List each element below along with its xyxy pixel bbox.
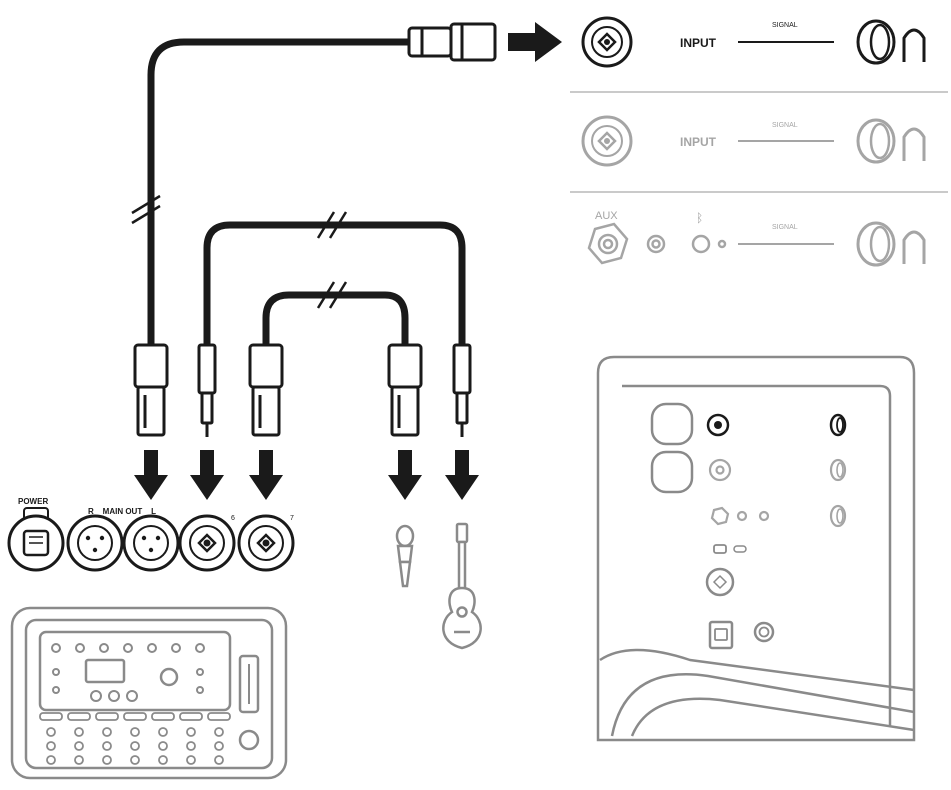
aux-label: AUX: [595, 210, 618, 222]
channel-6-label: 6: [231, 515, 235, 522]
guitar-icon: [442, 522, 482, 650]
combo-input-7[interactable]: [237, 514, 295, 572]
mixer-device: [10, 606, 288, 780]
channel-2-combo-input[interactable]: [581, 115, 633, 167]
xlr-plug-microphone: [387, 343, 423, 437]
channel-1-volume-knob[interactable]: [856, 19, 926, 65]
xlr-cable-loop: [262, 291, 409, 349]
power-label: POWER: [18, 497, 48, 506]
arrow-down-icon: [445, 450, 479, 500]
microphone-icon: [395, 524, 415, 588]
main-out-r-jack[interactable]: [66, 514, 124, 572]
jack-cable-loop: [203, 221, 466, 349]
jack-plug-guitar: [452, 343, 472, 437]
arrow-down-icon: [388, 450, 422, 500]
speaker-control-panel: INPUT SIGNAL INPUT SIGNAL: [570, 16, 948, 267]
channel-2-input-label: INPUT: [680, 135, 717, 149]
channel-3-signal-label: SIGNAL: [772, 224, 798, 231]
channel-1-input-label: INPUT: [680, 36, 717, 50]
main-out-label: R MAIN OUT L: [88, 507, 156, 516]
channel-2-volume-knob[interactable]: [856, 118, 926, 164]
channel-3-row: AUX ᛒ SIGNAL: [587, 210, 926, 267]
xlr-connector-top: [407, 22, 497, 62]
jack-plug-left: [197, 343, 217, 437]
cables: [147, 38, 466, 349]
channel-2-signal-label: SIGNAL: [772, 122, 798, 129]
xlr-cable-to-speaker: [147, 38, 414, 349]
arrow-down-icon: [190, 450, 224, 500]
xlr-plug-channel-6: [248, 343, 284, 437]
down-arrows: [134, 450, 479, 500]
combo-input-6[interactable]: [178, 514, 236, 572]
bluetooth-pair-button[interactable]: [691, 234, 711, 254]
channel-7-label: 7: [290, 515, 294, 522]
speaker-device-controls: [706, 413, 847, 528]
channel-3-volume-knob[interactable]: [856, 221, 926, 267]
arrow-down-icon: [249, 450, 283, 500]
bluetooth-status-led: [717, 239, 727, 249]
channel-1-combo-input[interactable]: [581, 16, 633, 68]
power-socket[interactable]: [7, 507, 65, 572]
mixer-rear-panel: POWER R MAIN OUT L 6 7: [7, 497, 295, 572]
bluetooth-icon: ᛒ: [696, 211, 703, 225]
arrow-down-icon: [134, 450, 168, 500]
aux-input-jack[interactable]: [587, 222, 629, 265]
plug-connectors: [133, 343, 472, 437]
channel-1-row: INPUT SIGNAL: [581, 16, 926, 68]
speaker-device: [596, 355, 916, 742]
arrow-right-icon: [508, 22, 562, 62]
main-out-l-jack[interactable]: [122, 514, 180, 572]
cable-break-marks: [131, 194, 348, 309]
speaker-aux-jack[interactable]: [710, 506, 730, 526]
xlr-plug-main-out: [133, 343, 169, 437]
channel-2-row: INPUT SIGNAL: [581, 115, 926, 167]
channel-1-signal-label: SIGNAL: [772, 22, 798, 29]
aux-level-knob[interactable]: [646, 234, 666, 254]
